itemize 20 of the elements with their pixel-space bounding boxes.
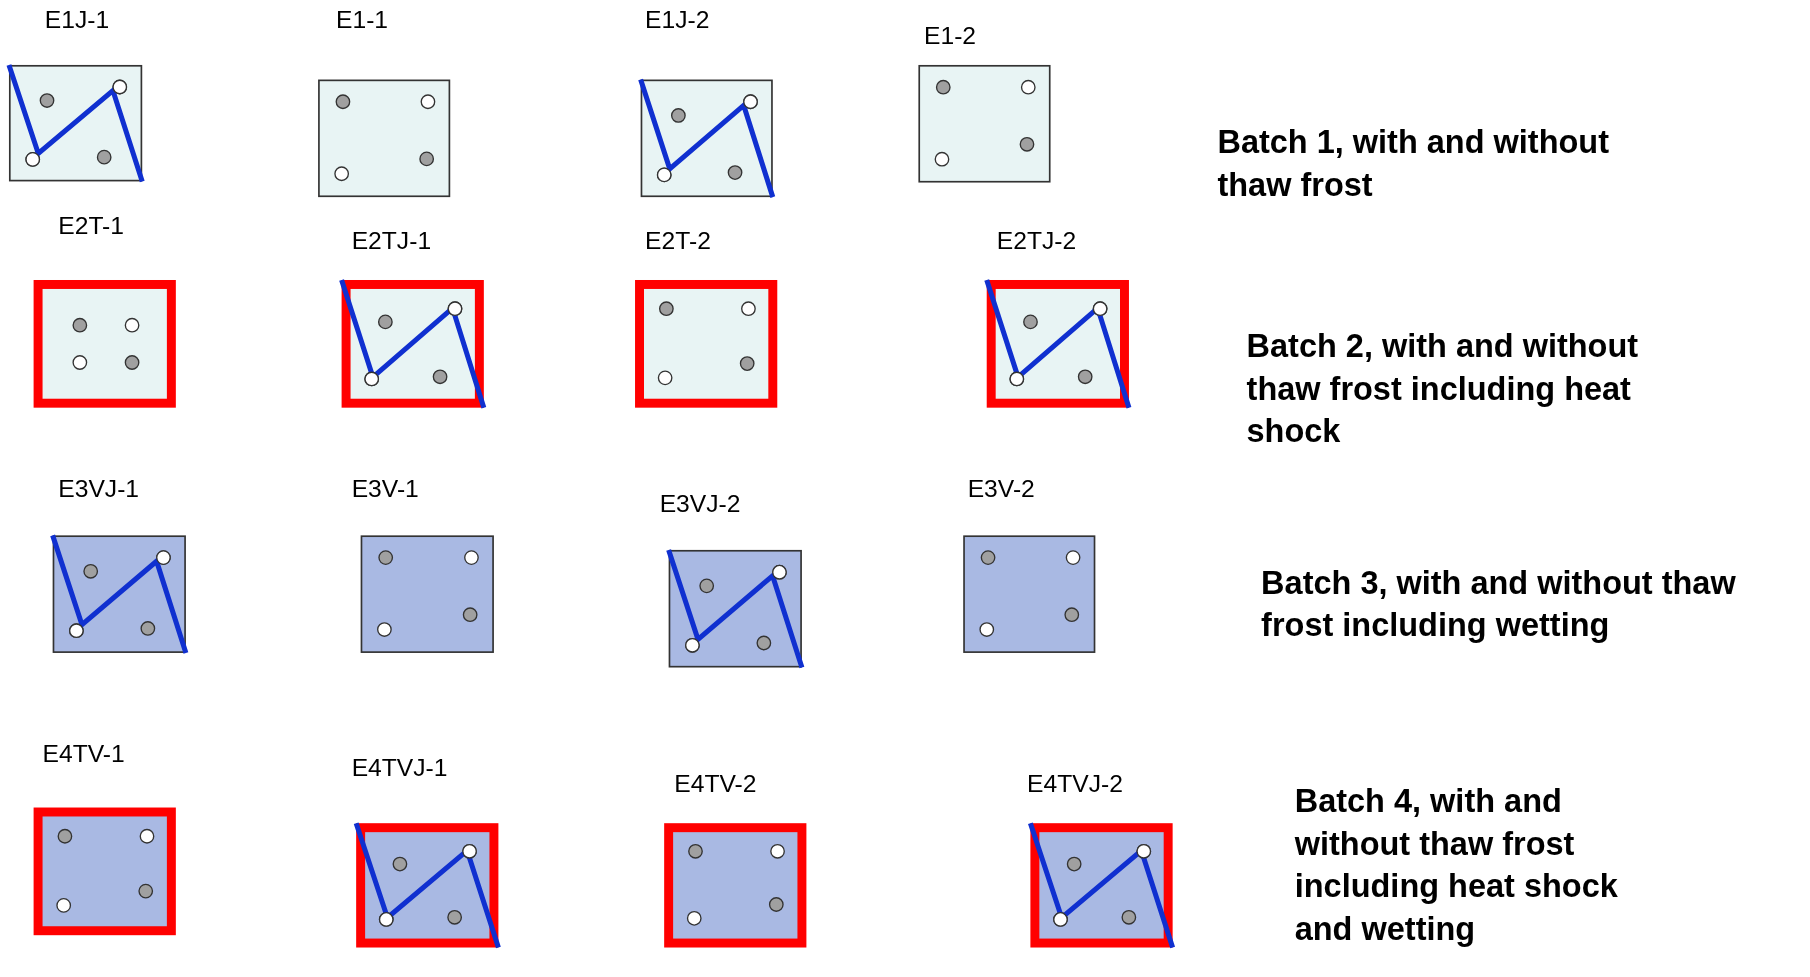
specimen-label: E1-1 (336, 5, 389, 35)
specimen-label: E1J-1 (44, 5, 110, 35)
specimen-label: E3V-2 (967, 474, 1035, 504)
specimen-label: E4TVJ-2 (1027, 769, 1123, 799)
specimen-label: E2T-2 (645, 226, 711, 256)
specimen-label: E3VJ-1 (58, 474, 140, 504)
specimen-label: E1-2 (924, 21, 977, 51)
batch-description: Batch 4, with and without thaw frost including heat shock and wetting (1294, 781, 1619, 949)
specimen-label: E2TJ-1 (351, 226, 432, 256)
specimen-label: E2TJ-2 (996, 226, 1077, 256)
batch-description: Batch 1, with and without thaw frost (1217, 123, 1610, 205)
specimen-label: E3V-1 (351, 474, 419, 504)
specimen-label: E4TV-2 (674, 769, 757, 799)
batch-description: Batch 2, with and without thaw frost including heat shock (1246, 327, 1640, 452)
specimen-label: E2T-1 (58, 211, 124, 241)
specimen-label: E3VJ-2 (659, 489, 741, 519)
specimen-label: E4TV-1 (42, 739, 125, 769)
specimen-label: E4TVJ-1 (351, 753, 448, 783)
specimen-label: E1J-2 (645, 5, 710, 35)
batch-description: Batch 3, with and without thaw frost including wetting (1261, 563, 1737, 645)
